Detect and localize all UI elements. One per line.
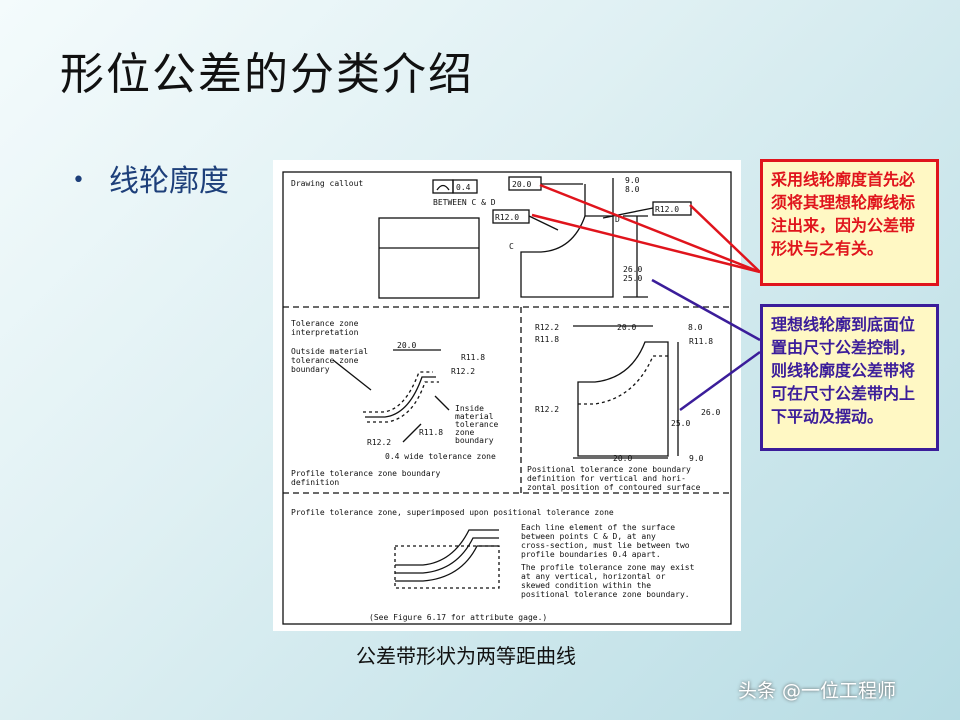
para-5: The profile tolerance zone may exist [521,563,695,572]
para-2: between points C & D, at any [521,532,656,541]
dim-r12-right: R12.0 [655,205,679,214]
outside-2: tolerance zone [291,356,359,365]
leader-outside [332,359,372,391]
positional-zone-boundary [578,355,668,405]
tolerance-frame [452,179,478,194]
leader-r12-right [602,207,654,219]
outside-1: Outside material [291,347,368,356]
para-8: positional tolerance zone boundary. [521,590,690,599]
zone-true-profile [365,376,436,418]
r12-2-b: R12.2 [367,438,391,447]
bullet-item: • 线轮廓度 [72,156,229,200]
red-arrow-2 [531,213,761,274]
dim-8: 8.0 [625,185,640,194]
inside-5: boundary [455,436,494,445]
profile-def-1: Profile tolerance zone boundary [291,469,440,478]
drawing-frame [282,171,732,625]
pos-r12-2: R12.2 [535,323,559,332]
pos-8: 8.0 [688,323,703,332]
watermark: 头条 @一位工程师 [738,680,897,702]
para-6: at any vertical, horizontal or [521,572,666,581]
tolerance-value: 0.4 [456,183,471,192]
figure-caption: 公差带形状为两等距曲线 [356,644,576,668]
r11-8-b: R11.8 [419,428,443,437]
pos-def-3: zontal position of contoured surface [527,483,701,492]
pos-9: 9.0 [689,454,704,463]
red-arrow-1 [539,183,761,274]
r11-8: R11.8 [461,353,485,362]
tz-title-1: Tolerance zone [291,319,359,328]
r12-2: R12.2 [451,367,475,376]
inside-4: zone [455,428,474,437]
pos-def-2: definition for vertical and hori- [527,474,686,483]
front-view-block [378,217,480,299]
leader-inside [434,395,450,411]
zone-outer-boundary [363,371,433,413]
pos-def-1: Positional tolerance zone boundary [527,465,691,474]
outside-3: boundary [291,365,330,374]
inside-1: Inside [455,404,484,413]
blue-arrow-2 [679,350,761,412]
blue-arrow-1 [651,278,761,342]
dim-25: 25.0 [623,274,642,283]
between-note: BETWEEN C & D [433,198,496,207]
red-arrow-3 [689,204,761,273]
super-profile-mid [395,537,499,574]
note-blue: 理想线轮廓到底面位置由尺寸公差控制，则线轮廓度公差带将可在尺寸公差带内上下平动及… [760,304,939,451]
leader-r12 [528,215,559,231]
dim-26: 26.0 [623,265,642,274]
drawing-svg: Drawing callout 0.4 BETWEEN C & D 20.0 9… [282,171,732,625]
see-figure: (See Figure 6.17 for attribute gage.) [369,613,547,622]
inside-2: material [455,412,494,421]
pos-r11-8: R11.8 [535,335,559,344]
dim-9: 9.0 [625,176,640,185]
bullet-text: 线轮廓度 [108,164,229,199]
label-c: C [509,242,514,251]
para-7: skewed condition within the [521,581,651,590]
tz-title-2: interpretation [291,328,359,337]
dim-r12: R12.0 [495,213,519,222]
inside-3: tolerance [455,420,499,429]
note-red: 采用线轮廓度首先必须将其理想轮廓线标注出来，因为公差带形状与之有关。 [760,159,939,286]
pos-r11-8-right: R11.8 [689,337,713,346]
slide-title: 形位公差的分类介绍 [60,49,474,100]
super-profile-low [395,545,499,582]
profile-part [520,215,614,298]
super-title: Profile tolerance zone, superimposed upo… [291,508,614,517]
super-profile-top [395,529,499,566]
tz-dim-20-text: 20.0 [397,341,416,350]
pos-25: 25.0 [671,419,690,428]
pos-26: 26.0 [701,408,720,417]
para-3: cross-section, must lie between two [521,541,690,550]
profile-symbol-icon [436,184,450,191]
leader-r12-2 [402,423,422,443]
label-d: D [615,215,620,224]
pos-20-low: 20.0 [613,454,632,463]
engineering-drawing: Drawing callout 0.4 BETWEEN C & D 20.0 9… [273,160,741,631]
para-4: profile boundaries 0.4 apart. [521,550,661,559]
pos-20: 20.0 [617,323,636,332]
bullet-dot-icon: • [72,168,85,193]
zone-inner-boundary [367,381,439,423]
para-1: Each line element of the surface [521,523,675,532]
pos-r12-2-low: R12.2 [535,405,559,414]
super-positional-box [394,545,500,589]
profile-def-2: definition [291,478,339,487]
positional-part [577,341,669,457]
callout-title: Drawing callout [291,179,363,188]
wide-zone: 0.4 wide tolerance zone [385,452,496,461]
dim-20: 20.0 [512,180,531,189]
